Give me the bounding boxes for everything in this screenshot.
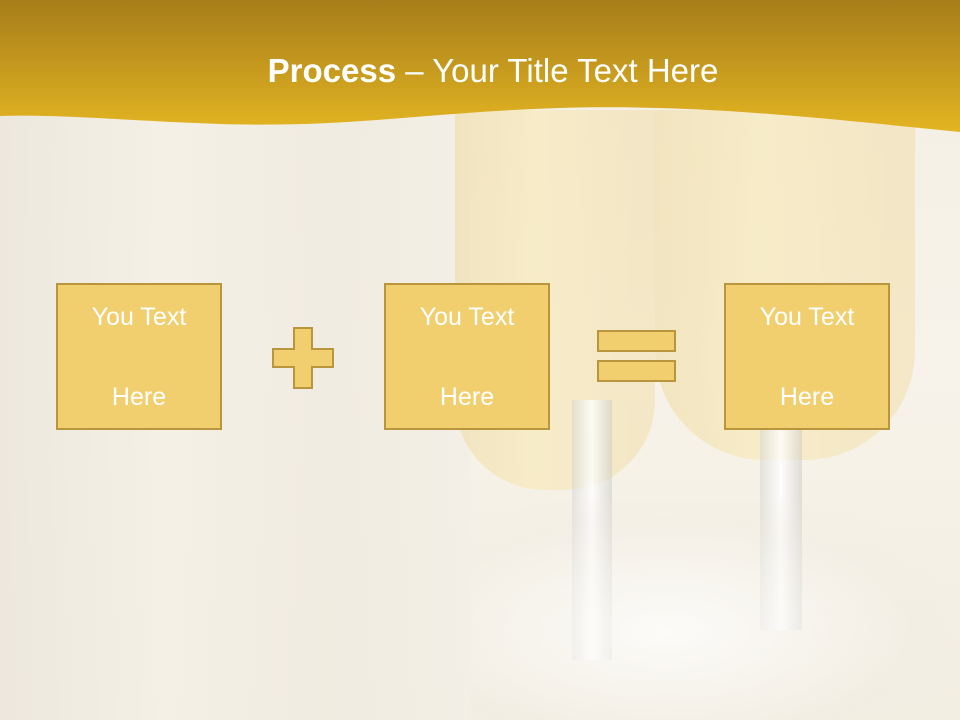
title-bold: Process [267,52,397,89]
box-2-line-1: You Text [419,302,515,331]
floral-decoration [470,500,960,720]
plus-icon [272,327,334,389]
box-1-line-1: You Text [91,302,187,331]
slide-title: Process – Your Title Text Here [0,52,960,90]
box-2-line-2: Here [439,382,495,411]
banner-wave [0,0,960,132]
box-3-line-1: You Text [759,302,855,331]
box-1-line-2: Here [111,382,167,411]
box-3-line-2: Here [779,382,835,411]
header-banner: Process – Your Title Text Here [0,0,960,140]
title-rest: – Your Title Text Here [396,52,719,89]
equals-icon [597,330,676,382]
